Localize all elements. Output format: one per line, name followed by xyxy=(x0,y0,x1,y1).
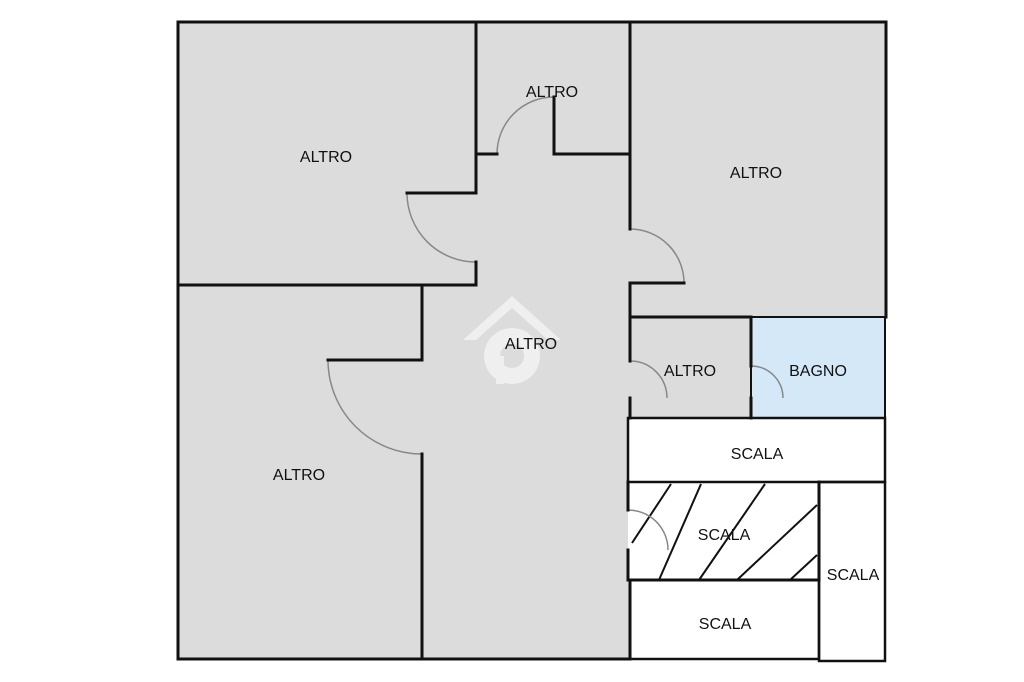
stair-4-fill xyxy=(819,482,885,661)
label-corridor: ALTRO xyxy=(505,336,557,353)
label-small-room: ALTRO xyxy=(664,363,716,380)
room-top-right-fill xyxy=(630,22,886,317)
label-top-center: ALTRO xyxy=(526,84,578,101)
room-labels: ALTRO ALTRO ALTRO ALTRO ALTRO ALTRO BAGN… xyxy=(273,84,880,633)
stair-hatching xyxy=(631,483,818,581)
label-top-right: ALTRO xyxy=(730,165,782,182)
room-bottom-left-fill xyxy=(178,285,422,659)
room-fills xyxy=(178,22,886,661)
label-stair-3: SCALA xyxy=(699,616,752,633)
door-swing-icon xyxy=(750,365,784,399)
label-bottom-left: ALTRO xyxy=(273,467,325,484)
label-top-left: ALTRO xyxy=(300,149,352,166)
door-swing-icon xyxy=(629,360,668,399)
door-swings xyxy=(327,96,784,551)
door-swing-icon xyxy=(327,359,423,455)
stair-1-fill xyxy=(628,418,885,482)
stair-3-fill xyxy=(630,580,819,659)
door-swing-icon xyxy=(406,192,477,263)
walls xyxy=(176,20,888,663)
label-stair-4: SCALA xyxy=(827,567,880,584)
label-bathroom: BAGNO xyxy=(789,363,847,380)
door-swing-icon xyxy=(629,228,685,284)
label-stair-1: SCALA xyxy=(731,446,784,463)
house-logo-icon xyxy=(463,296,561,384)
room-corridor-fill xyxy=(422,154,630,659)
door-swing-icon xyxy=(627,509,669,551)
stair-2-fill xyxy=(628,482,819,580)
door-swing-icon xyxy=(496,96,555,155)
label-stair-2: SCALA xyxy=(698,527,751,544)
room-bathroom-fill xyxy=(751,317,885,418)
